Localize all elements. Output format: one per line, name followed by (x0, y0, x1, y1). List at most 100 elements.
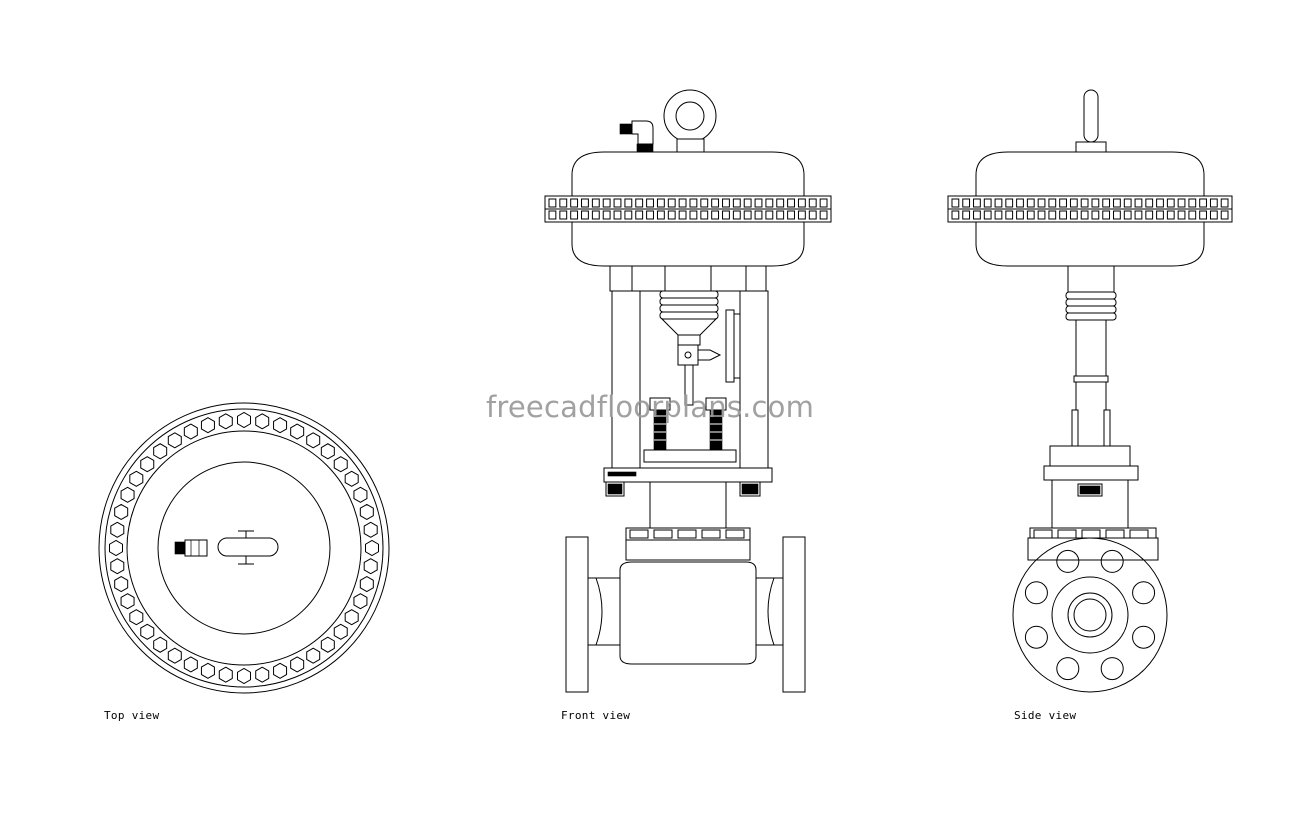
stud-right-front (705, 397, 727, 451)
flange-bolt-hole (1132, 581, 1156, 605)
front-view-drawing (544, 89, 832, 693)
case-bolt (962, 210, 971, 220)
case-bolt (1037, 210, 1046, 220)
flange-bolt-hex (320, 443, 335, 460)
flange-bolt-hex (365, 539, 379, 557)
flange-bolt-hex (140, 456, 155, 473)
case-bolt (1026, 198, 1035, 208)
air-elbow-front (619, 120, 654, 153)
flange-bolt-hex (333, 456, 348, 473)
case-bolt (994, 210, 1003, 220)
flange-bolt-hole (1056, 549, 1080, 573)
flange-bolt-hex (237, 667, 251, 685)
case-bolt (754, 198, 763, 208)
case-bolt (787, 198, 795, 208)
case-bolt (1026, 210, 1035, 220)
flange-bolt-hex (114, 503, 129, 521)
flange-bolt-hex (320, 636, 335, 653)
side-view-drawing (947, 89, 1233, 693)
lifting-eye-side (1075, 89, 1107, 154)
flange-bolt-hex (120, 486, 135, 503)
case-bolt (1177, 210, 1186, 220)
flange-bolt-hex (344, 609, 359, 626)
case-bolt (646, 198, 654, 208)
case-bolt (1123, 210, 1132, 220)
top-view-label: Top view (104, 709, 160, 722)
flange-bolt-hex (344, 470, 359, 487)
lifting-eye-front (663, 89, 717, 154)
flange-bolt-hex (306, 432, 321, 449)
case-bolt (962, 198, 971, 208)
flange-bolt-hex (273, 662, 288, 679)
flange-bolt-hex (129, 609, 144, 626)
case-bolt (776, 198, 785, 208)
case-bolt (1220, 210, 1229, 220)
case-bolt (548, 198, 557, 208)
case-bolt (646, 210, 654, 220)
flange-bolt-hex (114, 575, 129, 593)
flange-bolt-hex (183, 423, 198, 440)
case-bolt (1199, 210, 1207, 220)
case-bolt (797, 198, 806, 208)
lifting-eye-top (217, 530, 279, 565)
case-bolt (624, 210, 633, 220)
diaphragm-case-front (544, 151, 832, 267)
flange-bolt-hex (333, 623, 348, 640)
case-bolt (808, 198, 817, 208)
case-bolt (1048, 198, 1057, 208)
case-bolt (1037, 198, 1046, 208)
case-bolt (983, 210, 992, 220)
case-bolt (1113, 210, 1121, 220)
flange-bolt-hex (110, 521, 125, 538)
top-view-outer-rim (98, 402, 390, 694)
bonnet-front (605, 481, 761, 561)
flange-bolt-hex (120, 593, 135, 610)
case-bolt (559, 198, 568, 208)
flange-bolt-hex (290, 423, 305, 440)
valve-body-front (565, 536, 806, 693)
flange-bolt-hex (353, 486, 368, 503)
case-bolt (994, 198, 1003, 208)
air-fitting-top (174, 539, 208, 557)
case-bolt (700, 198, 709, 208)
case-bolt (951, 210, 960, 220)
case-bolt (570, 210, 579, 220)
case-bolt (1005, 198, 1014, 208)
case-bolt (700, 210, 709, 220)
bonnet-nut (629, 529, 649, 539)
flange-bolt-hex (353, 593, 368, 610)
case-bolt (973, 198, 981, 208)
case-bolt (797, 210, 806, 220)
case-bolt (624, 198, 633, 208)
case-bolt (678, 198, 687, 208)
case-bolt (581, 198, 589, 208)
case-bolt (1156, 198, 1164, 208)
bellows-front (659, 290, 719, 346)
case-bolt (667, 210, 676, 220)
case-bolt (1102, 198, 1111, 208)
case-bolt (951, 198, 960, 208)
side-view-label: Side view (1014, 709, 1077, 722)
bonnet-nut (677, 529, 697, 539)
case-bolt (613, 198, 622, 208)
flange-bolt-hex (359, 503, 374, 521)
flange-bolt-hex (290, 656, 305, 673)
flange-bolt-hole (1100, 657, 1124, 681)
case-bolt (581, 210, 589, 220)
flange-bolt-hole (1024, 581, 1048, 605)
flange-bolt-hole (1024, 625, 1048, 649)
bonnet-nut (653, 529, 673, 539)
flange-bolt-hex (237, 411, 251, 429)
top-view-bolt-ring (109, 411, 379, 685)
case-bolt (1145, 210, 1154, 220)
flange-bolt-hex (167, 647, 182, 664)
case-bolt (1220, 198, 1229, 208)
case-bolt (819, 210, 828, 220)
bonnet-nut (1033, 529, 1053, 539)
case-bolt (1209, 198, 1218, 208)
case-bolt (722, 198, 730, 208)
bonnet-nut (1081, 529, 1101, 539)
case-bolt (1102, 210, 1111, 220)
case-bolt (743, 210, 752, 220)
